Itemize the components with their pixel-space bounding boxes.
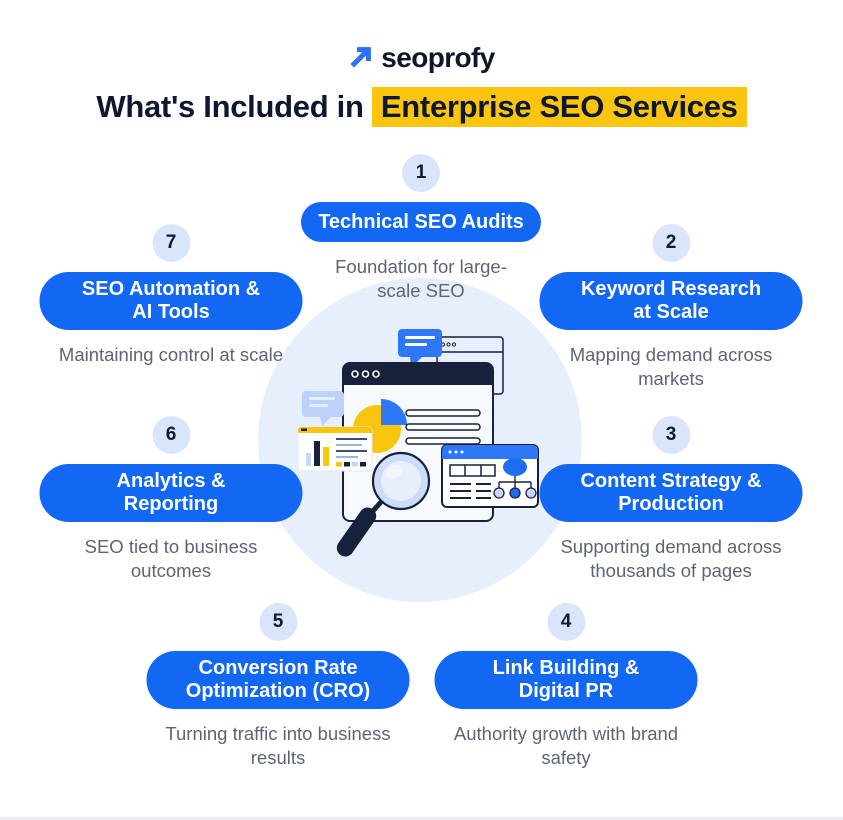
seo-illustration xyxy=(297,329,539,557)
step-badge-2: 2 xyxy=(652,224,690,262)
step-badge-6: 6 xyxy=(152,416,190,454)
service-item-cro: 5 Conversion Rate Optimization (CRO) Tur… xyxy=(146,603,410,770)
step-badge-1: 1 xyxy=(402,154,440,192)
service-pill-analytics-reporting: Analytics & Reporting xyxy=(39,464,303,522)
service-item-technical-seo-audits: 1 Technical SEO Audits Foundation for la… xyxy=(301,154,541,303)
logo-arrow-icon xyxy=(348,46,372,70)
service-pill-cro: Conversion Rate Optimization (CRO) xyxy=(146,651,410,709)
service-desc-technical-seo-audits: Foundation for large- scale SEO xyxy=(335,256,507,301)
bar-chart-card-icon xyxy=(297,426,373,472)
service-desc-link-building: Authority growth with brand safety xyxy=(453,723,679,768)
service-pill-link-building: Link Building & Digital PR xyxy=(434,651,698,709)
service-pill-technical-seo-audits: Technical SEO Audits xyxy=(301,202,541,242)
service-item-link-building: 4 Link Building & Digital PR Authority g… xyxy=(434,603,698,770)
page-title: What's Included in Enterprise SEO Servic… xyxy=(0,87,843,127)
step-badge-7: 7 xyxy=(152,224,190,262)
chat-bubble-light-icon xyxy=(302,391,344,426)
service-item-seo-automation: 7 SEO Automation & AI Tools Maintaining … xyxy=(39,224,303,367)
flowchart-icon xyxy=(493,458,537,499)
service-pill-content-strategy: Content Strategy & Production xyxy=(539,464,803,522)
service-item-analytics-reporting: 6 Analytics & Reporting SEO tied to busi… xyxy=(39,416,303,583)
title-highlight: Enterprise SEO Services xyxy=(371,87,747,127)
step-badge-3: 3 xyxy=(652,416,690,454)
magnifier-icon xyxy=(336,451,431,557)
service-item-content-strategy: 3 Content Strategy & Production Supporti… xyxy=(539,416,803,583)
service-desc-analytics-reporting: SEO tied to business outcomes xyxy=(84,536,258,581)
service-pill-seo-automation: SEO Automation & AI Tools xyxy=(39,272,303,330)
service-item-keyword-research: 2 Keyword Research at Scale Mapping dema… xyxy=(539,224,803,391)
step-badge-5: 5 xyxy=(259,603,297,641)
logo-text: seoprofy xyxy=(381,42,495,73)
sitemap-card-icon xyxy=(441,444,539,508)
service-desc-content-strategy: Supporting demand across thousands of pa… xyxy=(560,536,782,581)
service-desc-seo-automation: Maintaining control at scale xyxy=(58,344,284,365)
service-desc-cro: Turning traffic into business results xyxy=(165,723,391,768)
title-prefix: What's Included in xyxy=(96,89,372,124)
service-pill-keyword-research: Keyword Research at Scale xyxy=(539,272,803,330)
step-badge-4: 4 xyxy=(547,603,585,641)
logo: seoprofy xyxy=(0,42,843,74)
service-desc-keyword-research: Mapping demand across markets xyxy=(569,344,773,389)
